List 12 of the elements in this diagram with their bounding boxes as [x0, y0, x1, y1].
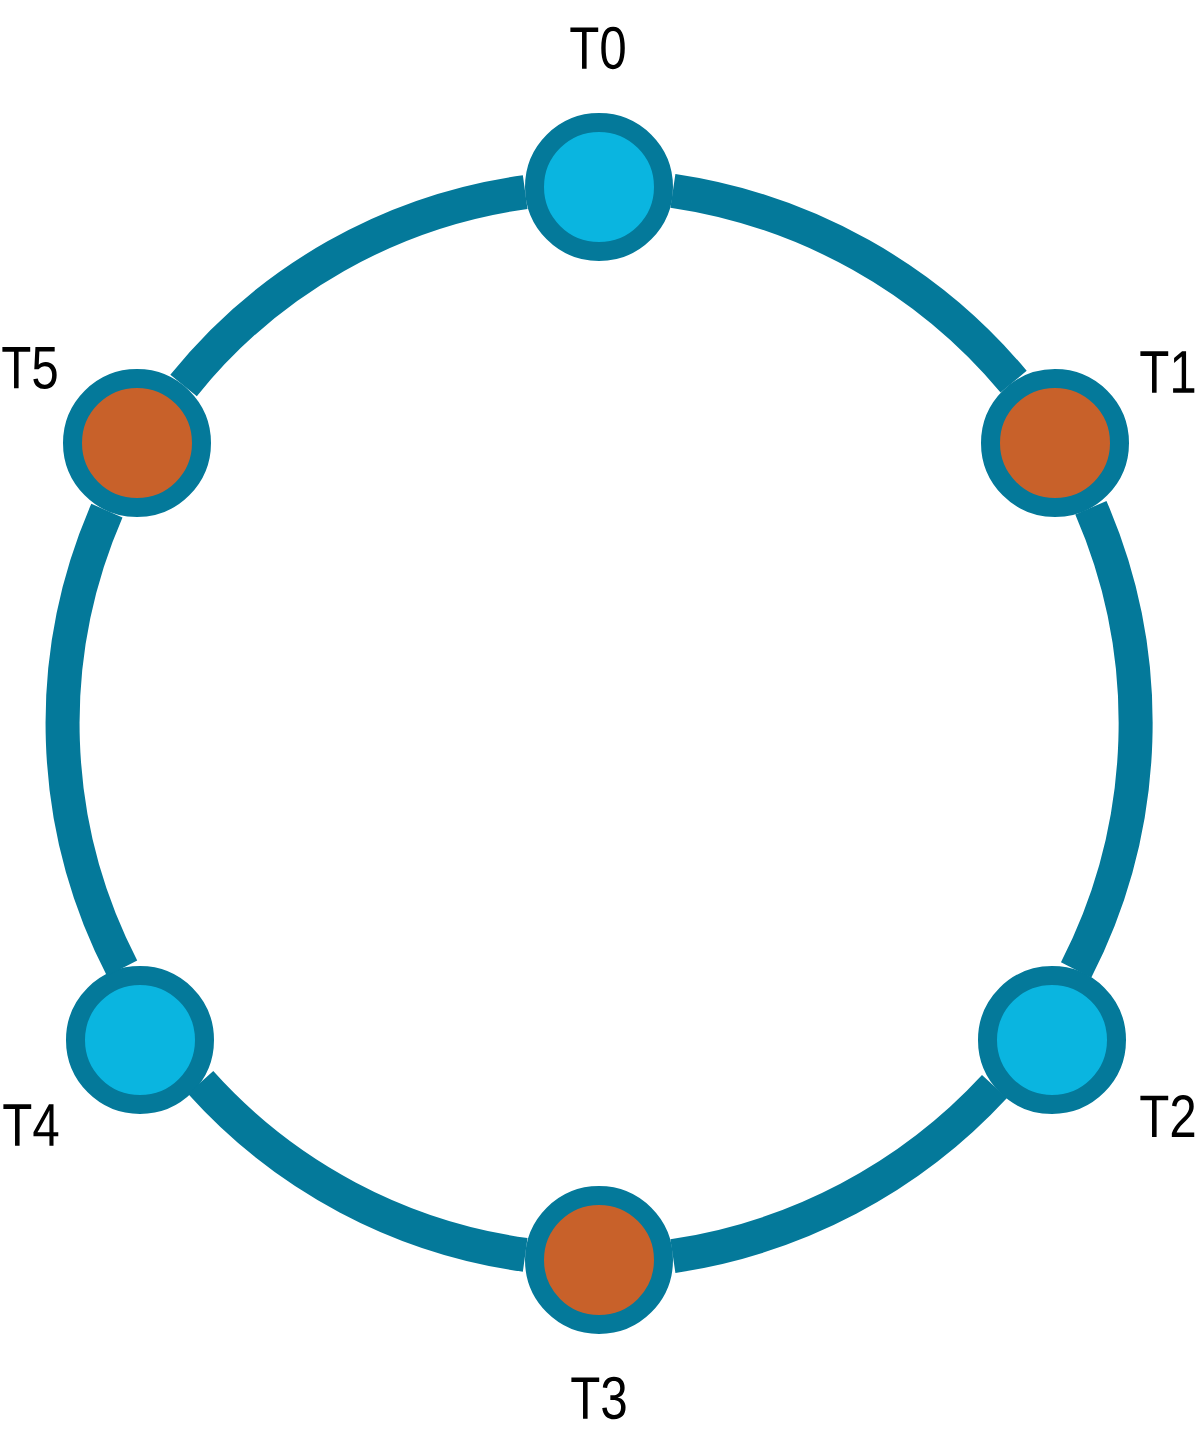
ring-arc — [45, 504, 138, 976]
node-label: T1 — [1140, 351, 1195, 393]
ring-arc — [669, 1074, 1007, 1273]
ring-arc — [170, 175, 529, 397]
ring-arc — [669, 174, 1027, 393]
node-label: T3 — [571, 1376, 626, 1420]
ring-arc — [188, 1070, 529, 1272]
ring-arc — [1060, 501, 1153, 978]
node-label: T4 — [3, 1104, 59, 1146]
node-label: T0 — [570, 26, 625, 70]
node-label: T2 — [1140, 1095, 1195, 1137]
node-label: T5 — [2, 347, 57, 389]
